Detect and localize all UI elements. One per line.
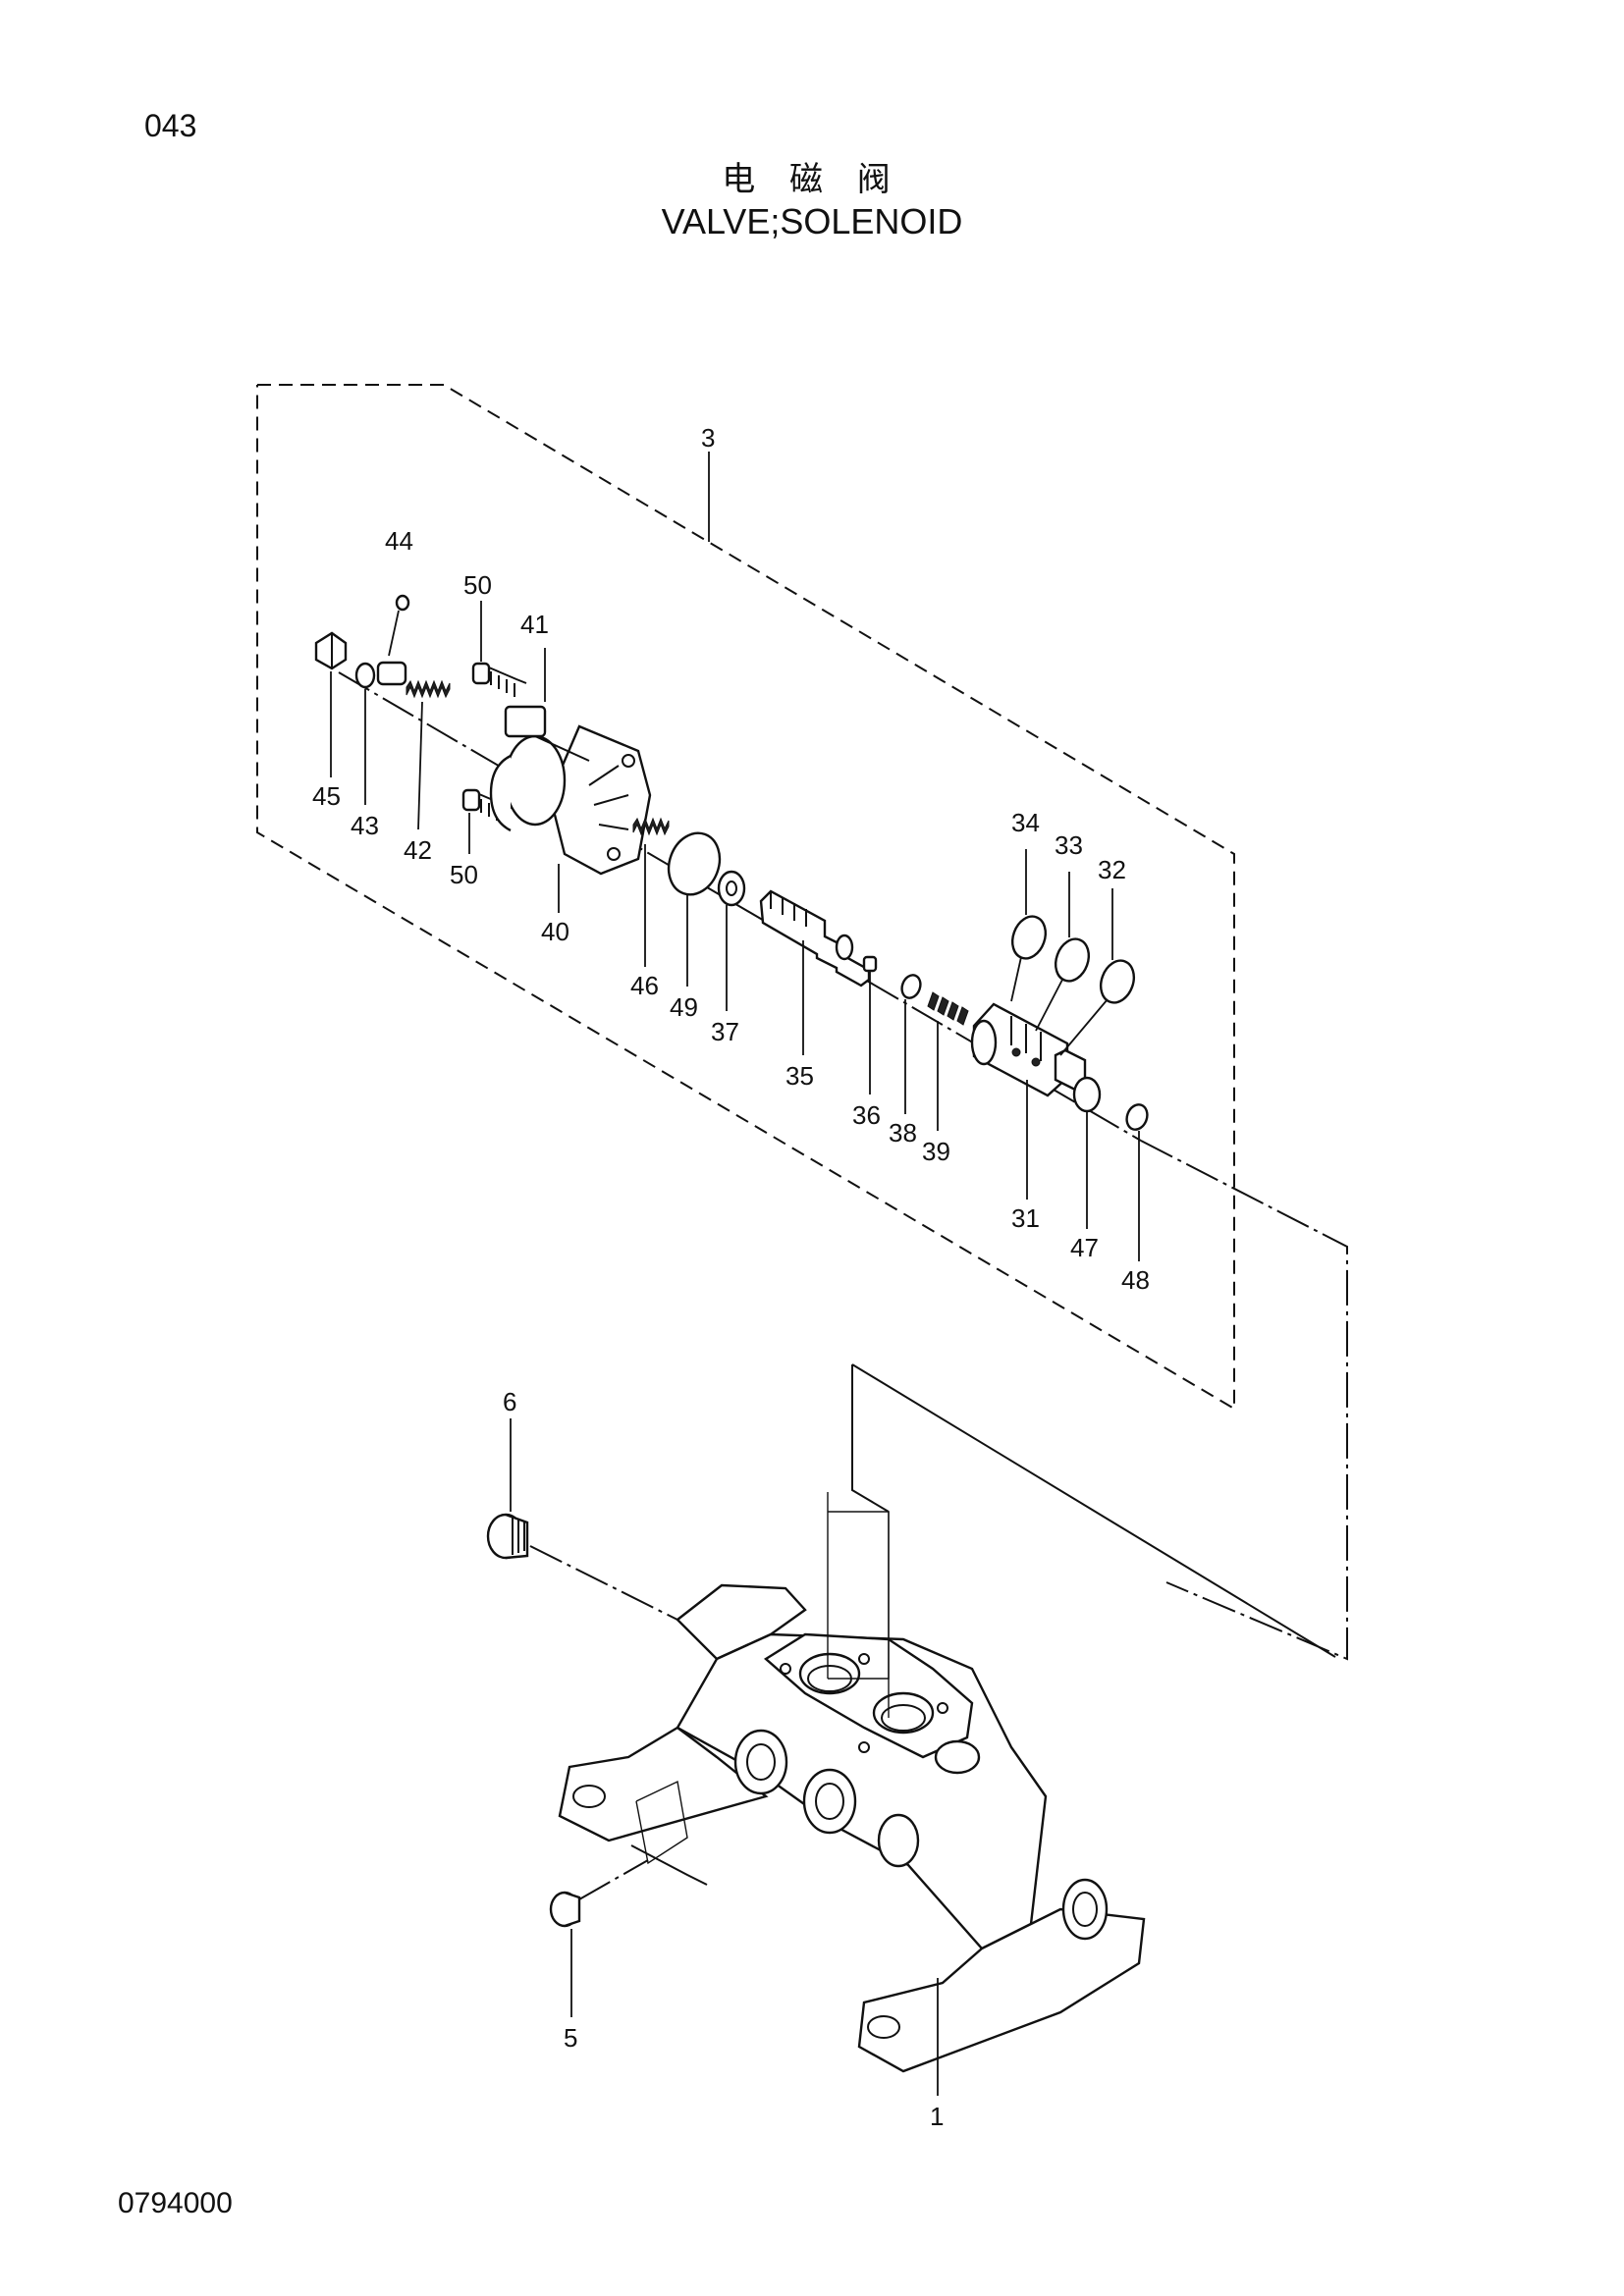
callout-50-lower: 50 bbox=[450, 860, 478, 889]
callout-1: 1 bbox=[930, 2102, 944, 2131]
title-chinese: 电 磁 阀 bbox=[722, 160, 902, 199]
callout-43: 43 bbox=[351, 811, 379, 840]
callout-47: 47 bbox=[1070, 1233, 1099, 1262]
callout-42: 42 bbox=[404, 835, 432, 865]
callout-37: 37 bbox=[711, 1017, 739, 1046]
part-32-oring bbox=[1059, 888, 1136, 1056]
callout-50-upper: 50 bbox=[463, 570, 492, 600]
callout-5: 5 bbox=[564, 2023, 577, 2053]
callout-40: 40 bbox=[541, 917, 569, 946]
callout-36: 36 bbox=[852, 1100, 881, 1130]
callout-38: 38 bbox=[889, 1118, 917, 1148]
part-42-spring bbox=[376, 661, 451, 830]
part-40-solenoid-coil bbox=[489, 648, 652, 913]
callout-41: 41 bbox=[520, 610, 549, 639]
title-english: VALVE;SOLENOID bbox=[661, 201, 963, 241]
callout-labels: 1 3 5 6 31 32 33 34 35 36 37 38 39 40 41… bbox=[312, 423, 1150, 2131]
part-45-hex-plug bbox=[314, 631, 348, 777]
callout-44: 44 bbox=[385, 526, 413, 556]
part-37-washer bbox=[717, 870, 746, 1011]
callout-31: 31 bbox=[1011, 1203, 1040, 1233]
explosion-axis bbox=[338, 671, 1348, 1661]
part-43-nut bbox=[354, 662, 376, 805]
part-1-valve-body bbox=[558, 1492, 1146, 2096]
diagram-number: 0794000 bbox=[118, 2187, 233, 2219]
callout-32: 32 bbox=[1098, 855, 1126, 884]
callout-45: 45 bbox=[312, 781, 341, 811]
part-50-screw-lower bbox=[461, 788, 519, 854]
part-38-oring bbox=[900, 974, 922, 1114]
part-46-spring bbox=[632, 817, 670, 967]
body-reference-lines bbox=[630, 1363, 1336, 1886]
part-31-sleeve bbox=[970, 1002, 1087, 1200]
part-35-spool bbox=[759, 889, 871, 1055]
callout-48: 48 bbox=[1121, 1265, 1150, 1295]
callout-39: 39 bbox=[922, 1137, 950, 1166]
part-47-washer bbox=[1072, 1076, 1102, 1229]
part-36-pin bbox=[862, 955, 878, 1095]
part-5-plug bbox=[549, 1859, 649, 2017]
callout-3: 3 bbox=[701, 423, 715, 453]
part-48-snap-ring bbox=[1125, 1103, 1149, 1261]
callout-6: 6 bbox=[503, 1387, 516, 1416]
part-39-spring bbox=[927, 991, 969, 1131]
part-33-oring bbox=[1035, 872, 1091, 1032]
part-49-oring bbox=[667, 831, 722, 987]
callout-35: 35 bbox=[785, 1061, 814, 1091]
callout-33: 33 bbox=[1055, 830, 1083, 860]
assembly-3-boundary bbox=[256, 384, 1235, 1411]
callout-34: 34 bbox=[1011, 808, 1040, 837]
callout-46: 46 bbox=[630, 971, 659, 1000]
page-number: 043 bbox=[144, 108, 197, 143]
part-44-oring bbox=[388, 594, 410, 657]
part-50-screw-upper bbox=[471, 601, 527, 697]
callout-49: 49 bbox=[670, 992, 698, 1022]
part-34-oring bbox=[1010, 849, 1048, 1002]
part-6-plug bbox=[486, 1418, 678, 1621]
